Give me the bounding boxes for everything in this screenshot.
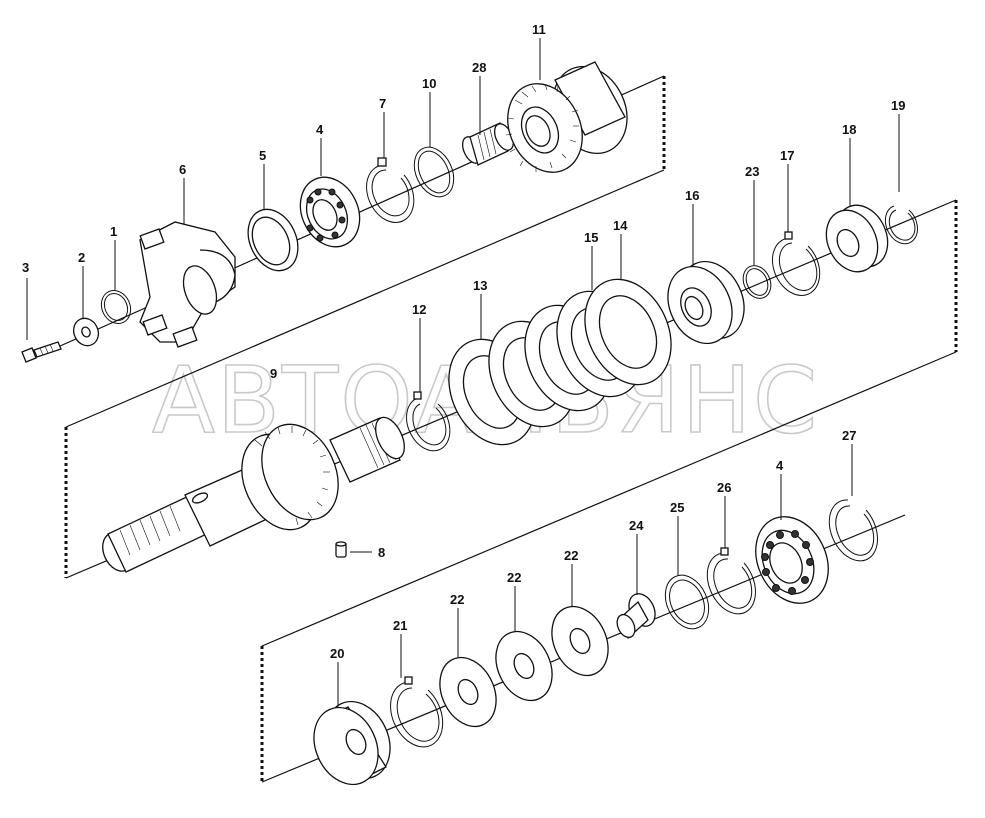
callout-19: 19 bbox=[891, 98, 905, 113]
callout-3: 3 bbox=[22, 260, 29, 275]
callout-4-bottom: 4 bbox=[776, 458, 784, 473]
part-6-yoke-flange bbox=[139, 221, 236, 348]
callout-12: 12 bbox=[412, 302, 426, 317]
part-25-ring bbox=[664, 574, 710, 630]
callout-18: 18 bbox=[842, 122, 856, 137]
part-23-oring bbox=[742, 265, 772, 299]
part-8-pin bbox=[335, 541, 347, 558]
part-19-snap-ring bbox=[884, 205, 918, 245]
part-4-bearing-bottom bbox=[755, 516, 829, 604]
callout-7: 7 bbox=[379, 96, 386, 111]
callout-14: 14 bbox=[613, 218, 628, 233]
callout-8: 8 bbox=[378, 545, 385, 560]
part-22-washer-c bbox=[551, 605, 609, 677]
callout-28: 28 bbox=[472, 60, 486, 75]
callout-17: 17 bbox=[780, 148, 794, 163]
part-12-snap-ring bbox=[406, 391, 451, 452]
callout-labels: 3 2 1 6 5 4 7 10 28 11 16 23 17 18 19 15… bbox=[22, 22, 905, 661]
part-11-gear bbox=[505, 61, 628, 173]
part-5-seal bbox=[247, 208, 299, 272]
part-4-bearing-top bbox=[299, 176, 361, 248]
part-24-bushing bbox=[616, 593, 656, 640]
callout-27: 27 bbox=[842, 428, 856, 443]
callout-9: 9 bbox=[270, 366, 277, 381]
callout-2: 2 bbox=[78, 250, 85, 265]
part-3-bolt bbox=[21, 341, 62, 363]
part-13-clutch-pack bbox=[448, 278, 672, 446]
callout-25: 25 bbox=[670, 500, 684, 515]
callout-6: 6 bbox=[179, 162, 186, 177]
part-22-washer-a bbox=[439, 656, 497, 728]
part-10-ring bbox=[413, 146, 455, 198]
callout-15: 15 bbox=[584, 230, 598, 245]
leader-lines bbox=[26, 38, 900, 708]
part-7-snap-ring bbox=[366, 157, 415, 223]
callout-1: 1 bbox=[110, 224, 117, 239]
callout-21: 21 bbox=[393, 618, 407, 633]
part-1-oring bbox=[100, 289, 132, 325]
part-18-retainer bbox=[825, 204, 889, 273]
part-16-piston bbox=[667, 260, 745, 345]
callout-5: 5 bbox=[259, 148, 266, 163]
callout-20: 20 bbox=[330, 646, 344, 661]
callout-23: 23 bbox=[745, 164, 759, 179]
part-20-drum bbox=[313, 700, 391, 786]
part-21-snap-ring bbox=[390, 676, 444, 748]
part-17-snap-ring bbox=[771, 231, 821, 296]
part-22-washer-b bbox=[495, 630, 553, 702]
callout-4-top: 4 bbox=[316, 122, 324, 137]
callout-22-a: 22 bbox=[450, 592, 464, 607]
part-27-snap-ring bbox=[828, 499, 878, 562]
section-brackets bbox=[64, 76, 958, 782]
callout-11: 11 bbox=[532, 22, 546, 37]
callout-22-b: 22 bbox=[507, 570, 521, 585]
callout-26: 26 bbox=[717, 480, 731, 495]
callout-24: 24 bbox=[629, 518, 644, 533]
callout-16: 16 bbox=[685, 188, 699, 203]
callout-13: 13 bbox=[473, 278, 487, 293]
part-26-snap-ring bbox=[706, 547, 756, 615]
part-9-shaft bbox=[102, 416, 405, 573]
callout-22-c: 22 bbox=[564, 548, 578, 563]
callout-10: 10 bbox=[422, 76, 436, 91]
part-2-washer bbox=[72, 317, 100, 347]
